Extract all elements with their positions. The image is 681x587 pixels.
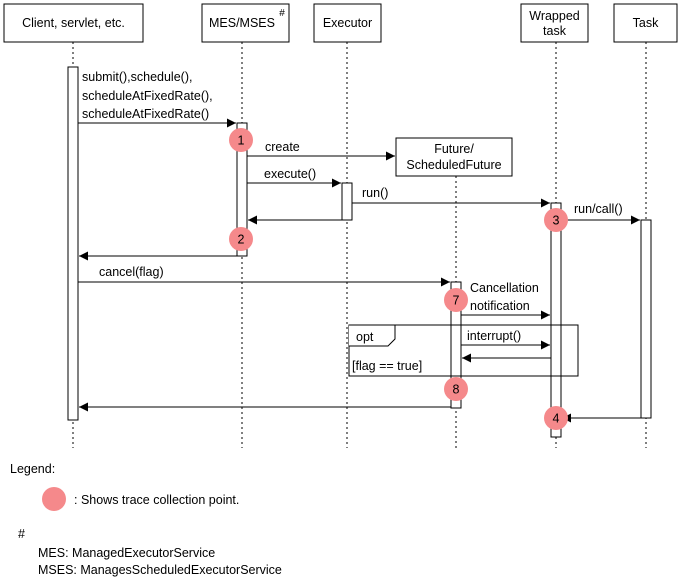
activation-wrapped-task bbox=[550, 202, 562, 438]
activation-mes bbox=[236, 122, 248, 257]
message-labels: submit(),schedule(), scheduleAtFixedRate… bbox=[82, 70, 623, 343]
legend: Legend: : Shows trace collection point. … bbox=[10, 462, 282, 577]
trace-point-1-number: 1 bbox=[238, 134, 245, 148]
message-submit-label-line3: scheduleAtFixedRate() bbox=[82, 107, 209, 121]
message-execute-label: execute() bbox=[264, 167, 316, 181]
activation-client bbox=[67, 66, 79, 421]
message-cancellation-label-line1: Cancellation bbox=[470, 281, 539, 295]
participant-executor: Executor bbox=[313, 3, 382, 43]
trace-point-7: 7 bbox=[444, 288, 468, 312]
participant-wrapped-task: Wrapped task bbox=[520, 3, 589, 43]
trace-point-4: 4 bbox=[544, 406, 568, 430]
participant-mes-footnote-mark: # bbox=[279, 8, 285, 19]
trace-point-8: 8 bbox=[444, 377, 468, 401]
activation-task bbox=[640, 219, 652, 419]
participant-wrapped-task-label-line2: task bbox=[543, 24, 567, 38]
participant-mes: MES/MSES # bbox=[201, 3, 290, 43]
message-create-label: create bbox=[265, 140, 300, 154]
participant-task-label: Task bbox=[633, 16, 659, 30]
message-submit-label-line1: submit(),schedule(), bbox=[82, 70, 192, 84]
trace-point-3: 3 bbox=[544, 208, 568, 232]
message-runcall-label: run/call() bbox=[574, 202, 623, 216]
message-submit-label-line2: scheduleAtFixedRate(), bbox=[82, 89, 213, 103]
trace-point-3-number: 3 bbox=[553, 214, 560, 228]
opt-fragment: opt [flag == true] bbox=[348, 324, 579, 377]
trace-points: 1 2 3 4 7 8 bbox=[229, 128, 568, 430]
participant-future-label-line1: Future/ bbox=[434, 142, 474, 156]
participant-future: Future/ ScheduledFuture bbox=[395, 137, 513, 177]
messages bbox=[78, 118, 641, 423]
participant-future-label-line2: ScheduledFuture bbox=[406, 158, 501, 172]
message-cancellation-label-line2: notification bbox=[470, 299, 530, 313]
trace-point-2-number: 2 bbox=[238, 233, 245, 247]
trace-point-1: 1 bbox=[229, 128, 253, 152]
message-interrupt-label: interrupt() bbox=[467, 329, 521, 343]
opt-fragment-guard: [flag == true] bbox=[352, 359, 422, 373]
legend-trace-point-desc: : Shows trace collection point. bbox=[74, 493, 239, 507]
message-run-label: run() bbox=[362, 186, 388, 200]
trace-point-8-number: 8 bbox=[453, 383, 460, 397]
trace-point-2: 2 bbox=[229, 227, 253, 251]
participant-task: Task bbox=[613, 3, 678, 43]
participant-mes-label: MES/MSES bbox=[209, 16, 275, 30]
participant-client: Client, servlet, etc. bbox=[3, 3, 144, 43]
legend-trace-point-swatch bbox=[42, 487, 66, 511]
activation-bars bbox=[67, 66, 652, 438]
legend-mes-definition: MES: ManagedExecutorService bbox=[38, 546, 215, 560]
legend-mses-definition: MSES: ManagesScheduledExecutorService bbox=[38, 563, 282, 577]
trace-point-7-number: 7 bbox=[453, 294, 460, 308]
participant-executor-label: Executor bbox=[323, 16, 372, 30]
participant-wrapped-task-label-line1: Wrapped bbox=[529, 9, 580, 23]
message-cancel-label: cancel(flag) bbox=[99, 265, 164, 279]
opt-fragment-operator: opt bbox=[356, 330, 374, 344]
trace-point-4-number: 4 bbox=[553, 412, 560, 426]
participant-client-label: Client, servlet, etc. bbox=[22, 16, 125, 30]
legend-title: Legend: bbox=[10, 462, 55, 476]
legend-footnote-mark: # bbox=[18, 527, 25, 541]
activation-executor bbox=[341, 182, 353, 221]
